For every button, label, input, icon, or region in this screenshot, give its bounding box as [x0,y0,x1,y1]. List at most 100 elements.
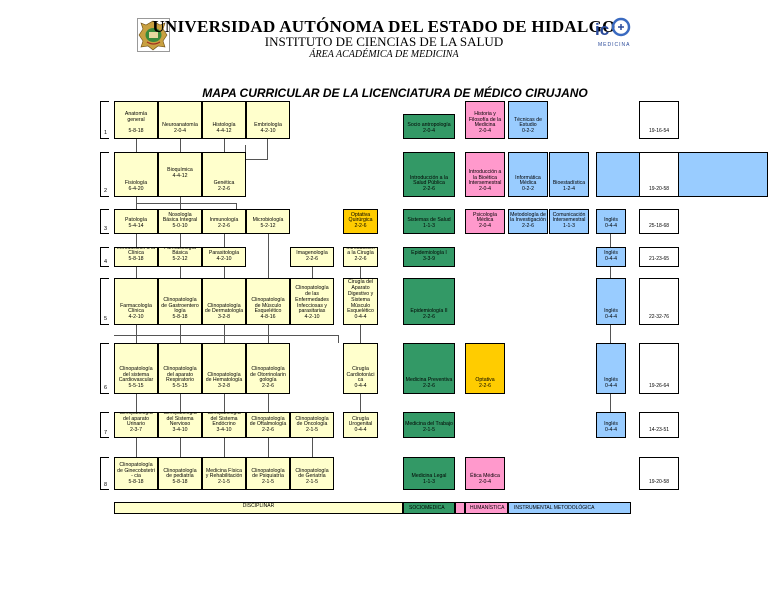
connector-line [267,139,268,159]
connector-line [224,325,225,343]
connector-line [268,325,269,343]
area-name: ÁREA ACADÉMICA DE MEDICINA [309,49,459,60]
connector-line [360,267,361,278]
course-cardiovascular[interactable]: Clinopatología del sistema Cardiovascula… [114,343,158,394]
row-number: 4 [104,259,108,265]
row-bracket [100,457,109,490]
connector-line [268,394,269,412]
row-bracket [100,101,109,139]
connector-line [180,139,181,152]
connector-line [136,139,137,152]
course-infecciosas[interactable]: Clinopatología de las Enfermedades Infec… [290,278,334,325]
connector-line [224,139,225,152]
connector-line [114,335,339,336]
row-bracket [100,247,109,267]
legend-sociomedica: SOCIOMEDICA [403,502,455,514]
row-total: 19-16-54 [639,101,679,139]
row-number: 8 [104,482,108,488]
course-intro-bioetica[interactable]: Introducción a la Bioética Intersemestra… [465,152,505,197]
connector-line [268,438,269,457]
course-cirugia-aparatos[interactable]: Cirugía del Aparato Digestivo y Sistema … [343,278,378,325]
connector-line [136,394,137,412]
connector-line [136,438,137,457]
connector-line [312,267,313,278]
connector-line [245,159,268,160]
connector-line [610,325,611,343]
row-number: 2 [104,188,108,194]
connector-line [136,267,137,278]
connector-line [224,394,225,412]
connector-line [180,394,181,412]
connector-line [312,438,313,457]
connector-line [136,325,137,343]
connector-line [180,438,181,457]
connector-line [180,267,181,278]
instrumental-band [596,152,768,197]
row-bracket [100,152,109,197]
row-number: 1 [104,130,108,136]
university-logo [137,18,170,52]
row-bracket [100,412,109,438]
row-total: 22-32-76 [639,278,679,325]
row-bracket [100,343,109,394]
